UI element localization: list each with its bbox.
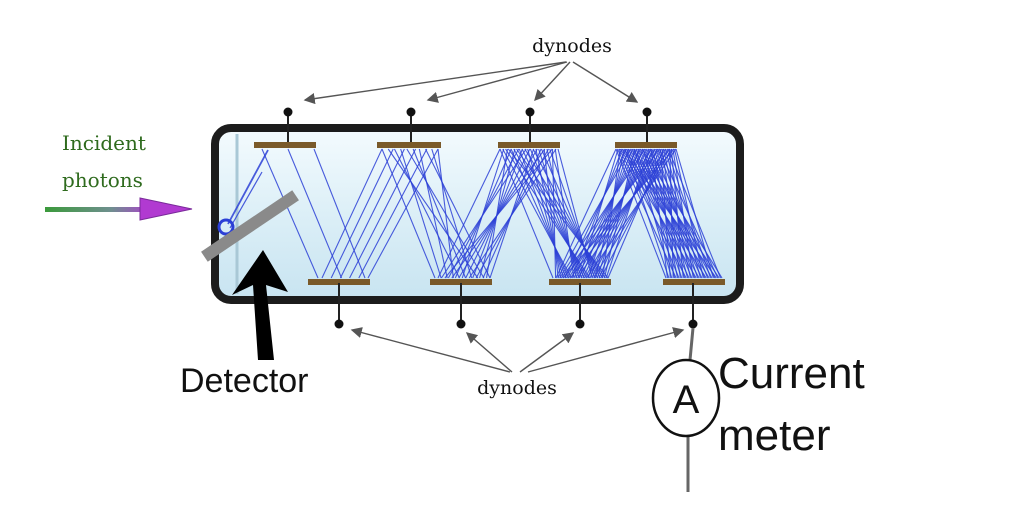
current-meter-label-line1: Current xyxy=(718,349,865,398)
electron-trajectory xyxy=(349,148,417,279)
dynode-bottom-1 xyxy=(308,279,370,329)
electron-trajectory xyxy=(499,148,554,279)
electron-trajectory xyxy=(587,148,629,279)
dynode-top-1 xyxy=(254,107,316,148)
electron-trajectory xyxy=(485,148,509,279)
electron-trajectory xyxy=(669,148,674,279)
electron-trajectory xyxy=(437,148,501,279)
electron-trajectory xyxy=(633,148,673,279)
electron-trajectory xyxy=(551,148,557,279)
electron-trajectory xyxy=(532,148,601,279)
dynodes-top-label: dynodes xyxy=(532,35,612,57)
electron-trajectory xyxy=(673,148,704,279)
electron-trajectory xyxy=(603,148,636,279)
electron-trajectory xyxy=(594,148,625,279)
electron-trajectory xyxy=(660,148,671,279)
electron-trajectory xyxy=(578,148,619,279)
electron-trajectory xyxy=(313,148,366,279)
dynodes-top-pointers xyxy=(303,61,639,105)
electron-trajectory xyxy=(261,148,319,279)
arrow-up-icon xyxy=(232,250,288,360)
electron-trajectory xyxy=(516,148,606,279)
electron-trajectory xyxy=(510,148,570,279)
tube xyxy=(211,124,744,304)
electron-trajectory xyxy=(596,148,640,279)
electron-trajectory xyxy=(358,148,428,279)
electron-trajectory xyxy=(321,148,383,279)
electron-trajectory xyxy=(650,148,668,279)
electron-trajectory xyxy=(507,148,609,279)
detector-label: Detector xyxy=(180,362,309,400)
dynode-bottom-3 xyxy=(549,279,611,329)
anode-bottom-4 xyxy=(663,279,725,329)
electron-trajectory xyxy=(412,148,467,279)
electron-trajectory xyxy=(564,148,627,279)
electron-trajectory xyxy=(400,148,442,279)
dynodes-bottom-label: dynodes xyxy=(477,377,557,399)
electron-trajectory xyxy=(566,148,642,279)
detector-plate xyxy=(201,190,299,262)
electron-trajectory xyxy=(538,148,580,279)
current-meter-label-line2: meter xyxy=(718,411,830,460)
electron-trajectory xyxy=(418,148,448,279)
ammeter-circle-icon: A xyxy=(651,358,721,438)
electron-trajectory xyxy=(546,148,578,279)
electron-trajectory xyxy=(571,148,623,279)
electron-trajectory xyxy=(615,148,667,279)
dynode-top-4 xyxy=(615,107,677,148)
electron-trajectory xyxy=(330,148,394,279)
electron-trajectory xyxy=(602,148,621,279)
electron-trajectory xyxy=(527,148,565,279)
electron-cascade-paths xyxy=(227,148,723,279)
electron-trajectory xyxy=(461,148,505,279)
electron-trajectory xyxy=(675,148,714,279)
electron-trajectory xyxy=(554,148,575,279)
dynode-bottom-2 xyxy=(430,279,492,329)
electron-trajectory xyxy=(227,149,269,225)
electron-trajectory xyxy=(593,148,673,279)
electron-trajectory xyxy=(502,148,572,279)
electron-trajectory xyxy=(670,148,684,279)
dynode-top-3 xyxy=(498,107,560,148)
electron-trajectory xyxy=(381,148,436,279)
top-dynodes xyxy=(254,107,677,148)
electron-trajectory xyxy=(573,148,638,279)
electron-trajectory xyxy=(229,171,263,229)
electron-trajectory xyxy=(555,148,617,279)
arrow-right-icon xyxy=(45,197,193,221)
electron-trajectory xyxy=(589,148,644,279)
ammeter-symbol: A xyxy=(673,378,700,422)
electron-trajectory xyxy=(518,148,567,279)
incident-photons-label-line2: photons xyxy=(62,168,143,192)
incident-photons-label-line1: Incident xyxy=(62,131,146,155)
electron-trajectory xyxy=(535,148,562,279)
electron-trajectory xyxy=(437,148,454,279)
dynode-top-2 xyxy=(377,107,441,148)
electron-trajectory xyxy=(672,148,694,279)
electron-trajectory xyxy=(543,148,559,279)
electron-trajectory xyxy=(339,148,405,279)
photocathode-emission-point xyxy=(217,218,235,236)
electron-trajectory xyxy=(577,148,667,279)
electron-trajectory xyxy=(624,148,670,279)
electron-trajectory xyxy=(425,148,491,279)
bottom-dynodes xyxy=(308,279,725,329)
meter-wire xyxy=(686,327,695,492)
electron-trajectory xyxy=(367,148,439,279)
electron-trajectory xyxy=(557,148,631,279)
dynodes-bottom-pointers xyxy=(350,327,685,373)
